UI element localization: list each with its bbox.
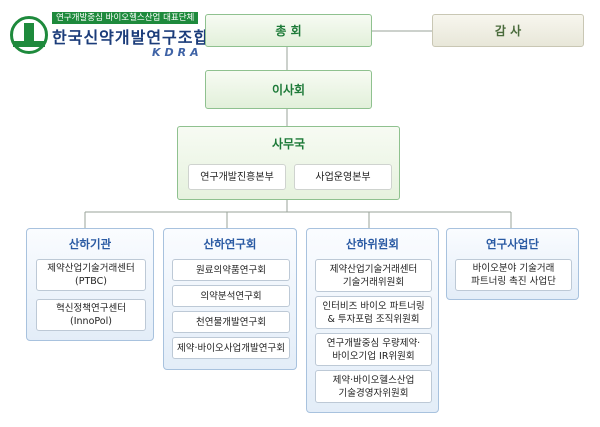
logo-english: KDRA bbox=[152, 46, 203, 59]
research-projects-column: 연구사업단 바이오분야 기술거래 파트너링 촉진 사업단 bbox=[446, 228, 579, 300]
research-societies-column: 산하연구회 원료의약품연구회 의약분석연구회 천연물개발연구회 제약·바이오사업… bbox=[163, 228, 297, 370]
auditor-box: 감 사 bbox=[432, 14, 584, 47]
kdra-logo: 연구개발중심 바이오헬스산업 대표단체 한국신약개발연구조합 KDRA bbox=[10, 10, 210, 60]
list-item: 제약산업기술거래센터 (PTBC) bbox=[36, 259, 146, 291]
division-label: 사업운영본부 bbox=[315, 171, 371, 183]
logo-subtitle: 연구개발중심 바이오헬스산업 대표단체 bbox=[52, 12, 199, 24]
list-item: 의약분석연구회 bbox=[172, 285, 290, 307]
list-item: 천연물개발연구회 bbox=[172, 311, 290, 333]
board-box: 이사회 bbox=[205, 70, 372, 109]
board-label: 이사회 bbox=[271, 83, 306, 97]
list-item: 바이오분야 기술거래 파트너링 촉진 사업단 bbox=[455, 259, 572, 291]
list-item: 원료의약품연구회 bbox=[172, 259, 290, 281]
secretariat-box: 사무국 연구개발진흥본부 사업운영본부 bbox=[177, 126, 400, 200]
column-title: 산하기관 bbox=[68, 237, 112, 251]
column-title: 연구사업단 bbox=[486, 237, 539, 251]
committees-column: 산하위원회 제약산업기술거래센터 기술거래위원회 인터비즈 바이오 파트너링 &… bbox=[306, 228, 439, 413]
column-title: 산하위원회 bbox=[346, 237, 399, 251]
list-item: 제약·바이오사업개발연구회 bbox=[172, 337, 290, 359]
column-title: 산하연구회 bbox=[203, 237, 257, 251]
list-item: 제약산업기술거래센터 기술거래위원회 bbox=[315, 259, 432, 292]
division-label: 연구개발진흥본부 bbox=[200, 171, 274, 183]
rd-promotion-division: 연구개발진흥본부 bbox=[188, 164, 286, 190]
auditor-label: 감 사 bbox=[494, 24, 522, 38]
secretariat-title: 사무국 bbox=[271, 136, 306, 151]
list-item: 제약·바이오헬스산업 기술경영자위원회 bbox=[315, 370, 432, 403]
business-operations-division: 사업운영본부 bbox=[294, 164, 392, 190]
affiliated-institutions-column: 산하기관 제약산업기술거래센터 (PTBC) 혁신정책연구센터 (InnoPol… bbox=[26, 228, 154, 341]
flask-emblem-icon bbox=[10, 16, 48, 54]
logo-title: 한국신약개발연구조합 bbox=[52, 28, 210, 47]
list-item: 연구개발중심 우량제약· 바이오기업 IR위원회 bbox=[315, 333, 432, 366]
list-item: 혁신정책연구센터 (InnoPol) bbox=[36, 299, 146, 331]
list-item: 인터비즈 바이오 파트너링 & 투자포럼 조직위원회 bbox=[315, 296, 432, 329]
general-assembly-box: 총 회 bbox=[205, 14, 372, 47]
general-assembly-label: 총 회 bbox=[275, 24, 302, 38]
